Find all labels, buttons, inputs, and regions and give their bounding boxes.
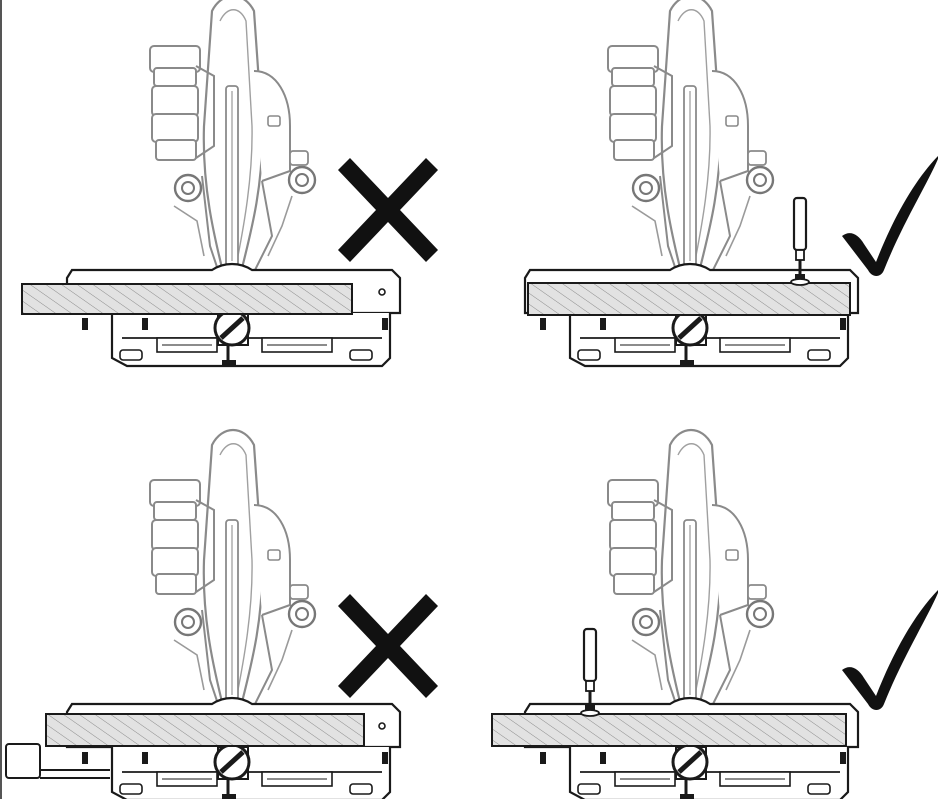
panel-bottom-right [491, 428, 938, 799]
panel-top-right [525, 0, 938, 366]
workpiece-board [21, 283, 353, 315]
workpiece-board [491, 713, 847, 747]
support-arm-illustration [5, 743, 110, 779]
saw-head-illustration [148, 0, 317, 278]
workpiece-board [527, 282, 851, 316]
check-icon [842, 588, 938, 710]
panel-top-left [21, 0, 438, 366]
saw-head-illustration [606, 0, 775, 278]
workpiece-board [45, 713, 365, 747]
panel-bottom-left [5, 428, 438, 799]
check-icon [842, 154, 938, 276]
cross-icon [338, 158, 438, 262]
saw-head-illustration [148, 428, 317, 712]
saw-head-illustration [606, 428, 775, 712]
cross-icon [338, 594, 438, 698]
